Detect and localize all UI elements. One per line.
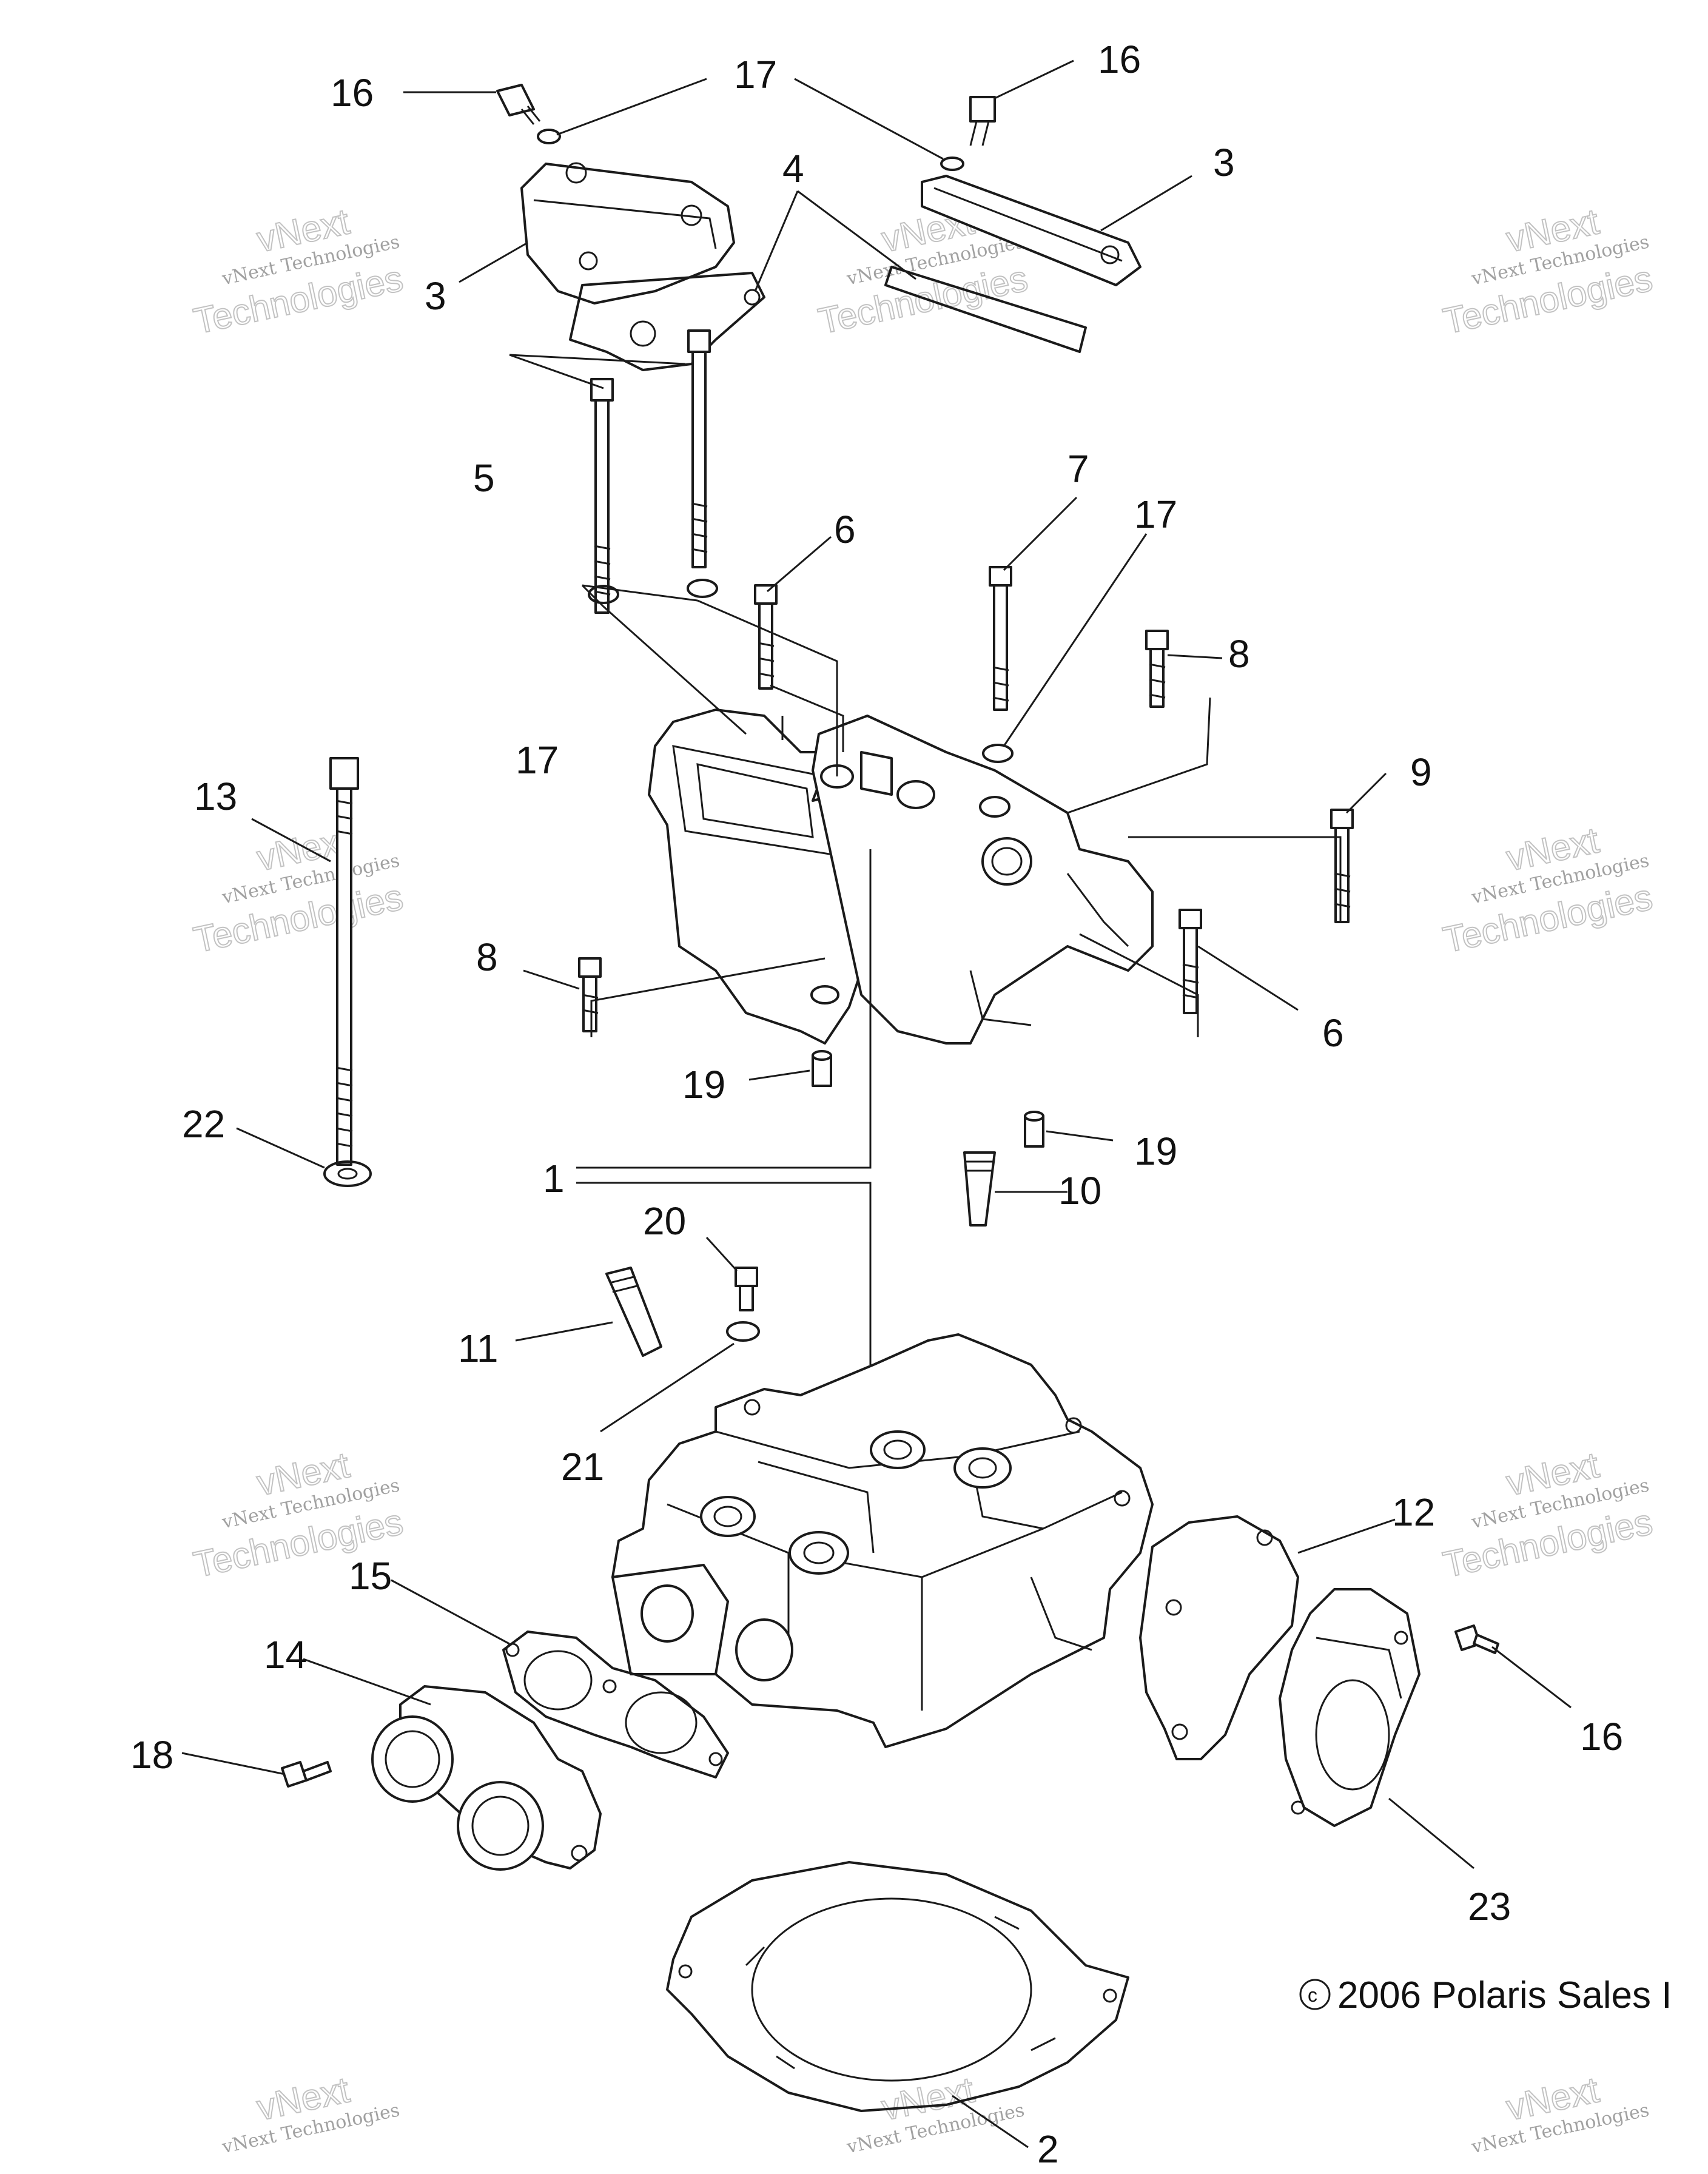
bolt-9: [1330, 809, 1354, 923]
callout-9: 9: [1410, 750, 1432, 794]
bolt-8-left: [578, 957, 602, 1032]
callout-16: 16: [1098, 38, 1141, 81]
head-gasket-2: [666, 1861, 1129, 2112]
valve-cover-left: [520, 162, 735, 305]
washer-17-top-left: [537, 129, 561, 144]
copyright-text: 2006 Polaris Sales I: [1337, 1974, 1672, 2016]
callout-7: 7: [1068, 447, 1089, 491]
cylinder-head: [611, 1333, 1154, 1748]
bolt-20: [735, 1267, 758, 1311]
callout-3: 3: [425, 274, 446, 318]
callout-4: 4: [782, 147, 804, 190]
dowel-pin-19-right: [1024, 1111, 1044, 1148]
dowel-pin-19-left: [812, 1050, 832, 1087]
callout-18: 18: [130, 1733, 173, 1777]
gasket-12: [1139, 1515, 1299, 1760]
callout-5: 5: [473, 456, 495, 500]
callout-16: 16: [331, 71, 374, 115]
callout-23: 23: [1468, 1885, 1511, 1928]
callout-11: 11: [458, 1327, 498, 1370]
watermarks: vNext vNext Technologies Technologies vN…: [190, 200, 1657, 2158]
bolt-16-top-left: [496, 84, 541, 125]
washer-21: [726, 1321, 760, 1342]
bolt-5-right: [687, 329, 711, 568]
callout-1: 1: [543, 1157, 565, 1200]
bolt-8-right: [1145, 630, 1169, 708]
callout-6: 6: [1322, 1011, 1344, 1055]
washer-22: [323, 1160, 372, 1187]
valve-guide-11: [605, 1267, 662, 1357]
stud-13: [329, 757, 359, 1166]
washer-17-b: [687, 579, 718, 598]
valve-guide-10: [963, 1151, 996, 1227]
valve-cover-right: [921, 175, 1141, 286]
callout-22: 22: [182, 1102, 225, 1146]
bolt-18: [281, 1761, 332, 1788]
callout-17: 17: [1134, 493, 1177, 536]
callout-13: 13: [194, 775, 237, 818]
callout-2: 2: [1037, 2127, 1059, 2171]
washer-17-top-right: [940, 156, 964, 171]
callout-17: 17: [516, 738, 559, 782]
copyright-icon: [1299, 1979, 1331, 2010]
intake-gasket-15: [502, 1630, 729, 1779]
valve-cover-gasket-right: [884, 266, 1087, 353]
bolt-7: [989, 566, 1012, 711]
bolt-5-left: [590, 378, 614, 614]
copyright-notice: c 2006 Polaris Sales I: [1299, 1974, 1672, 2016]
svg-text:c: c: [1308, 1984, 1317, 2006]
callout-6: 6: [834, 508, 856, 551]
washer-17-a: [588, 585, 619, 604]
callout-19: 19: [682, 1063, 725, 1106]
bolt-16-top-right: [969, 96, 996, 146]
bolt-6-top: [754, 584, 778, 690]
bolt-16-cover: [1454, 1624, 1499, 1654]
cam-carrier: [648, 708, 1154, 1045]
callout-21: 21: [561, 1445, 604, 1489]
intake-boot-14: [371, 1685, 602, 1871]
leader-lines: [181, 59, 1572, 2149]
washer-17-c: [982, 744, 1014, 763]
callout-15: 15: [349, 1554, 392, 1598]
callout-8: 8: [476, 935, 498, 979]
callout-20: 20: [643, 1199, 686, 1243]
cover-23: [1279, 1588, 1421, 1827]
callout-17: 17: [734, 53, 777, 96]
callout-14: 14: [264, 1633, 307, 1677]
callout-12: 12: [1392, 1490, 1435, 1534]
callout-labels: 16 17 16 3 4 3 5 6 7 17 8 17 9 13 8 6 19…: [130, 38, 1623, 2171]
callout-3: 3: [1213, 141, 1235, 184]
callout-19: 19: [1134, 1129, 1177, 1173]
callout-8: 8: [1228, 632, 1250, 676]
callout-10: 10: [1058, 1169, 1101, 1213]
callout-16: 16: [1580, 1715, 1623, 1758]
